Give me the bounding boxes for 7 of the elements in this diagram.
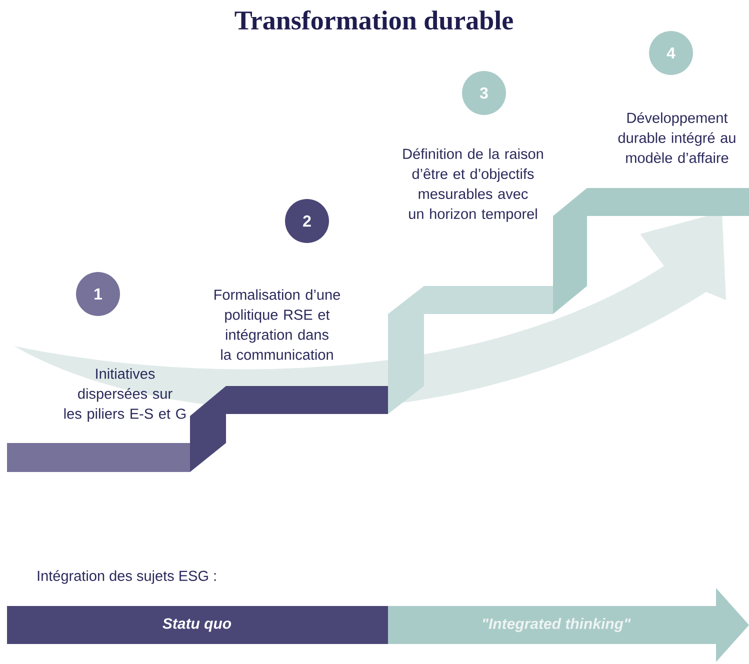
step-description: Définition de la raison d’être et d’objectifs mesurables avec un horizon temporel — [403, 148, 543, 222]
section-label: Intégration des sujets ESG : — [38, 570, 216, 584]
phase-bar: Statu quo — [7, 606, 388, 644]
step-description: Initiatives dispersées sur les piliers E-S et G — [64, 368, 186, 422]
title: Transformation durable — [234, 10, 513, 30]
step-description: Développement durable intégré au modèle d’affaire — [618, 112, 736, 164]
step-description: Formalisation d’une politique RSE et intégration dans la communication — [214, 289, 340, 360]
